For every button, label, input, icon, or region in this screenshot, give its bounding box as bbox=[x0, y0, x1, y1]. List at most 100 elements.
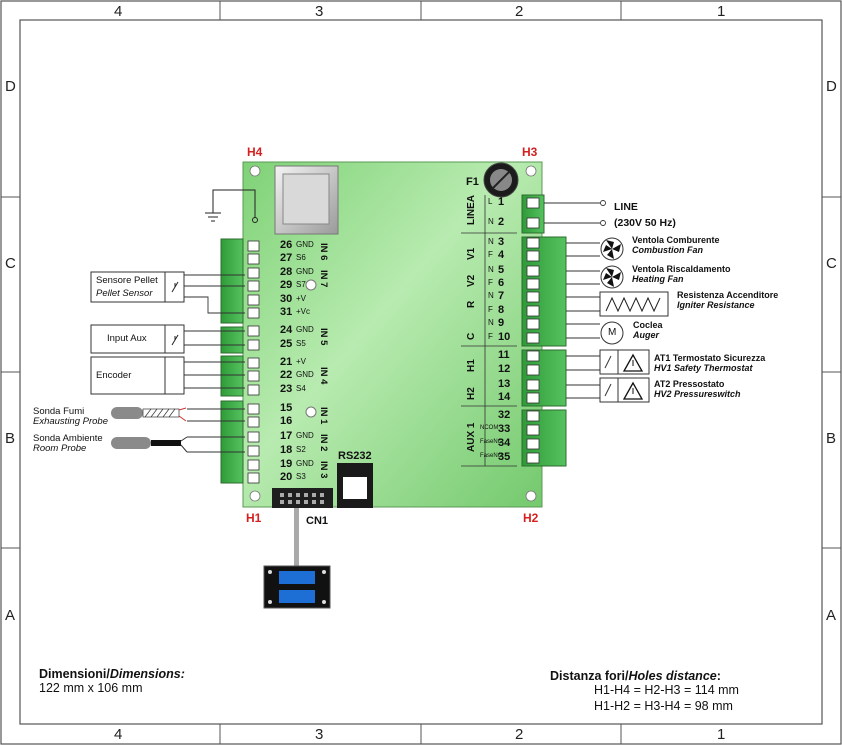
right-group-label: AUX 1 bbox=[466, 422, 477, 452]
safety-thermostat-icon bbox=[599, 349, 650, 375]
right-terminal-screw bbox=[526, 350, 540, 362]
left-terminal-screw bbox=[247, 280, 260, 292]
heating-fan-icon bbox=[600, 265, 624, 289]
right-group-label: H1 bbox=[466, 359, 477, 372]
ventola-comburente-label: Ventola Comburente bbox=[632, 235, 720, 245]
holes-distance-colon: : bbox=[716, 669, 721, 683]
right-group-separators bbox=[461, 195, 517, 467]
left-terminal-screw bbox=[247, 240, 260, 252]
right-group-label: R bbox=[466, 300, 477, 308]
left-terminal-signal: GND bbox=[296, 240, 314, 249]
left-terminal-signal: S4 bbox=[296, 384, 306, 393]
zone-row-left-c: C bbox=[5, 255, 16, 272]
encoder-label: Encoder bbox=[96, 370, 132, 381]
hv1-label: HV1 Safety Thermostat bbox=[654, 363, 753, 373]
right-terminal-screw bbox=[526, 291, 540, 303]
left-terminal-screw bbox=[247, 431, 260, 443]
holes-distance-title: Distanza fori/Holes distance: bbox=[550, 668, 721, 684]
resistenza-label: Resistenza Accenditore bbox=[677, 290, 779, 300]
right-terminal-signal: F bbox=[488, 332, 493, 341]
combustion-fan-icon bbox=[600, 237, 624, 261]
line-spec-label: (230V 50 Hz) bbox=[614, 217, 676, 229]
pellet-sensor-label: Pellet Sensor bbox=[96, 288, 153, 299]
right-terminal-screw bbox=[526, 237, 540, 249]
left-terminal-signal: S2 bbox=[296, 445, 306, 454]
sensore-pellet-box bbox=[90, 271, 185, 303]
zone-row-left-a: A bbox=[5, 607, 16, 624]
left-terminal-number: 31 bbox=[280, 306, 293, 318]
zone-row-left-b: B bbox=[5, 430, 16, 447]
left-terminal-number: 18 bbox=[280, 444, 293, 456]
right-terminal-number: 13 bbox=[498, 378, 511, 390]
left-terminal-number: 16 bbox=[280, 415, 293, 427]
left-terminal-screw bbox=[247, 339, 260, 351]
left-terminal-screw bbox=[247, 416, 260, 428]
right-terminal-signal: N bbox=[488, 318, 494, 327]
at1-label: AT1 Termostato Sicurezza bbox=[654, 353, 766, 363]
left-terminal-signal: S3 bbox=[296, 472, 306, 481]
right-terminal-signal: N bbox=[488, 217, 494, 226]
left-terminal-number: 30 bbox=[280, 293, 293, 305]
sonda-ambiente-label: Sonda Ambiente bbox=[33, 433, 103, 444]
left-terminal-screw bbox=[247, 267, 260, 279]
right-terminal-signal: N bbox=[488, 237, 494, 246]
motor-symbol-label: M bbox=[608, 327, 617, 338]
sonda-fumi-label: Sonda Fumi bbox=[33, 406, 85, 417]
left-terminal-screw bbox=[247, 384, 260, 396]
left-terminal-screw bbox=[247, 357, 260, 369]
right-group-label: C bbox=[466, 332, 477, 340]
encoder-box bbox=[90, 356, 185, 395]
holes-distance-line1: H1-H4 = H2-H3 = 114 mm bbox=[594, 683, 739, 697]
zone-col-top-3: 3 bbox=[315, 3, 324, 20]
hole-label-h1: H1 bbox=[246, 511, 262, 525]
holes-distance-title-it: Distanza fori/ bbox=[550, 669, 629, 683]
left-terminal-signal: GND bbox=[296, 459, 314, 468]
right-terminal-screw bbox=[526, 318, 540, 330]
right-terminal-number: 10 bbox=[498, 331, 511, 343]
right-terminal-screw bbox=[526, 305, 540, 317]
left-terminal-number: 29 bbox=[280, 279, 293, 291]
mounting-holes bbox=[249, 165, 537, 502]
right-terminal-number: 1 bbox=[498, 196, 505, 208]
dimensions-title-en: Dimensions: bbox=[109, 667, 185, 681]
switch-symbols bbox=[171, 281, 179, 346]
right-terminal-screw bbox=[526, 424, 540, 436]
right-group-label: LINEA bbox=[466, 195, 477, 225]
zone-row-right-b: B bbox=[826, 430, 837, 447]
left-terminal-number: 28 bbox=[280, 266, 293, 278]
zone-row-right-c: C bbox=[826, 255, 837, 272]
right-terminal-number: 14 bbox=[498, 391, 511, 403]
right-terminal-screw bbox=[526, 452, 540, 464]
holes-distance-line2: H1-H2 = H3-H4 = 98 mm bbox=[594, 699, 733, 713]
left-terminal-signal: +V bbox=[296, 294, 307, 303]
room-probe-label: Room Probe bbox=[33, 443, 87, 454]
igniter-resistance-label: Igniter Resistance bbox=[677, 300, 755, 310]
right-group-label: V1 bbox=[466, 247, 477, 260]
input-aux-label: Input Aux bbox=[107, 333, 147, 344]
in5-label: IN 5 bbox=[318, 328, 329, 346]
right-terminal-number: 6 bbox=[498, 277, 505, 289]
auger-label: Auger bbox=[633, 330, 660, 340]
in1-label: IN 1 bbox=[318, 407, 329, 425]
left-terminal-block-2 bbox=[220, 326, 244, 354]
left-terminal-number: 27 bbox=[280, 252, 293, 264]
display-cable bbox=[294, 508, 299, 566]
hv2-label: HV2 Pressureswitch bbox=[654, 389, 741, 399]
right-terminal-number: 34 bbox=[498, 437, 511, 449]
right-terminal-number: 11 bbox=[498, 349, 510, 361]
zone-col-bottom-1: 1 bbox=[717, 726, 726, 743]
right-terminal-number: 32 bbox=[498, 409, 511, 421]
right-terminal-signal: FaseNC bbox=[480, 439, 503, 445]
sensore-pellet-label: Sensore Pellet bbox=[96, 275, 158, 286]
left-terminal-number: 24 bbox=[280, 324, 293, 336]
ventola-riscaldamento-label: Ventola Riscaldamento bbox=[632, 264, 731, 274]
zone-row-right-d: D bbox=[826, 78, 837, 95]
zone-col-top-2: 2 bbox=[515, 3, 524, 20]
in6-label: IN 6 bbox=[318, 243, 329, 261]
right-terminal-screw bbox=[526, 265, 540, 277]
at2-label: AT2 Pressostato bbox=[654, 379, 725, 389]
left-terminal-signal: GND bbox=[296, 370, 314, 379]
left-terminal-screw bbox=[247, 445, 260, 457]
left-terminal-screw bbox=[247, 253, 260, 265]
